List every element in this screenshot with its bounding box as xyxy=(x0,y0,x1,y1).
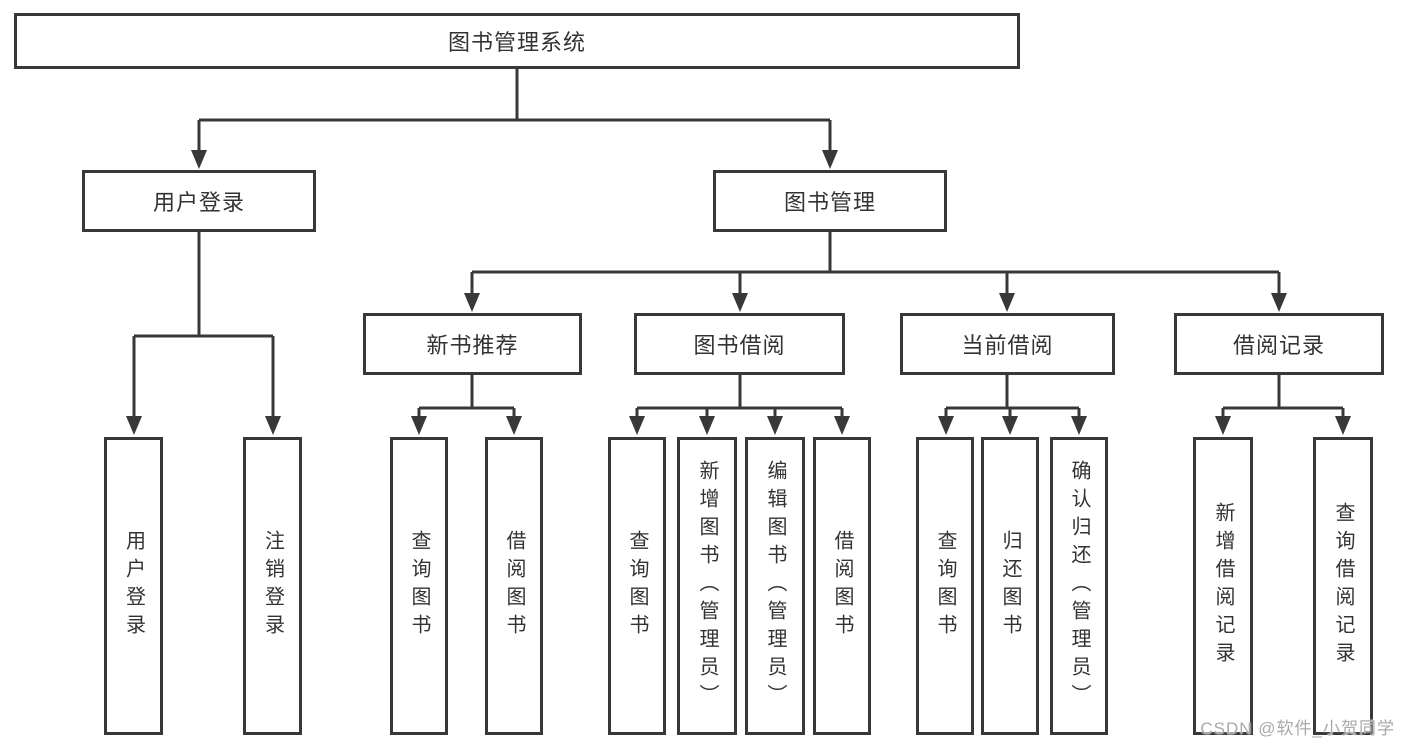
arrow-down-icon xyxy=(506,416,522,435)
leaf-label: 新增图书（管理员） xyxy=(696,460,718,712)
leaf-label: 确认归还（管理员） xyxy=(1068,460,1090,712)
node-book-management: 图书管理 xyxy=(713,170,947,232)
arrow-down-icon xyxy=(822,150,838,169)
leaf-records-query-record: 查询借阅记录 xyxy=(1313,437,1373,735)
leaf-logout: 注销登录 xyxy=(243,437,302,735)
connector-borrow-records-children xyxy=(1215,375,1351,435)
arrow-down-icon xyxy=(999,293,1015,312)
leaf-label: 查询借阅记录 xyxy=(1332,502,1354,670)
leaf-label: 用户登录 xyxy=(122,530,145,642)
connector-current-borrow-children xyxy=(938,375,1087,435)
arrow-down-icon xyxy=(126,416,142,435)
arrow-down-icon xyxy=(1071,416,1087,435)
leaf-label: 新增借阅记录 xyxy=(1212,502,1234,670)
leaf-label: 查询图书 xyxy=(934,530,956,642)
node-label: 借阅记录 xyxy=(1232,333,1325,358)
arrow-down-icon xyxy=(1271,293,1287,312)
node-borrow-records: 借阅记录 xyxy=(1174,313,1384,375)
node-label: 图书管理系统 xyxy=(447,30,586,55)
leaf-newbook-query-books: 查询图书 xyxy=(390,437,448,735)
node-book-borrowing: 图书借阅 xyxy=(634,313,845,375)
connector-book-management-to-level3 xyxy=(464,232,1287,312)
arrow-down-icon xyxy=(265,416,281,435)
connector-book-borrow-children xyxy=(629,375,850,435)
arrow-down-icon xyxy=(464,293,480,312)
leaf-newbook-borrow-books: 借阅图书 xyxy=(485,437,543,735)
arrow-down-icon xyxy=(767,416,783,435)
leaf-label: 借阅图书 xyxy=(831,530,853,642)
arrow-down-icon xyxy=(1215,416,1231,435)
leaf-current-query-books: 查询图书 xyxy=(916,437,974,735)
connector-root-to-level2 xyxy=(191,69,838,169)
leaf-current-return-books: 归还图书 xyxy=(981,437,1039,735)
leaf-label: 查询图书 xyxy=(626,530,648,642)
node-label: 用户登录 xyxy=(152,190,245,215)
connector-new-book-children xyxy=(411,375,522,435)
leaf-records-add-record: 新增借阅记录 xyxy=(1193,437,1253,735)
leaf-label: 查询图书 xyxy=(408,530,430,642)
arrow-down-icon xyxy=(732,293,748,312)
leaf-label: 借阅图书 xyxy=(503,530,525,642)
arrow-down-icon xyxy=(938,416,954,435)
leaf-borrowing-add-books-admin: 新增图书（管理员） xyxy=(677,437,737,735)
node-label: 图书管理 xyxy=(783,190,876,215)
leaf-label: 注销登录 xyxy=(261,530,284,642)
arrow-down-icon xyxy=(191,150,207,169)
node-label: 当前借阅 xyxy=(961,333,1054,358)
arrow-down-icon xyxy=(1002,416,1018,435)
arrow-down-icon xyxy=(1335,416,1351,435)
leaf-current-confirm-return-admin: 确认归还（管理员） xyxy=(1050,437,1108,735)
leaf-label: 编辑图书（管理员） xyxy=(764,460,786,712)
node-new-book-recommend: 新书推荐 xyxy=(363,313,582,375)
leaf-borrowing-edit-books-admin: 编辑图书（管理员） xyxy=(745,437,805,735)
node-root-system: 图书管理系统 xyxy=(14,13,1020,69)
node-user-login: 用户登录 xyxy=(82,170,316,232)
arrow-down-icon xyxy=(699,416,715,435)
connector-user-login-children xyxy=(126,232,281,435)
leaf-borrowing-query-books: 查询图书 xyxy=(608,437,666,735)
leaf-user-login: 用户登录 xyxy=(104,437,163,735)
arrow-down-icon xyxy=(629,416,645,435)
leaf-label: 归还图书 xyxy=(999,530,1021,642)
csdn-watermark: CSDN @软件_小贺同学 xyxy=(1200,719,1395,738)
leaf-borrowing-borrow-books: 借阅图书 xyxy=(813,437,871,735)
node-current-borrowing: 当前借阅 xyxy=(900,313,1115,375)
node-label: 图书借阅 xyxy=(693,333,786,358)
arrow-down-icon xyxy=(411,416,427,435)
arrow-down-icon xyxy=(834,416,850,435)
node-label: 新书推荐 xyxy=(426,333,519,358)
